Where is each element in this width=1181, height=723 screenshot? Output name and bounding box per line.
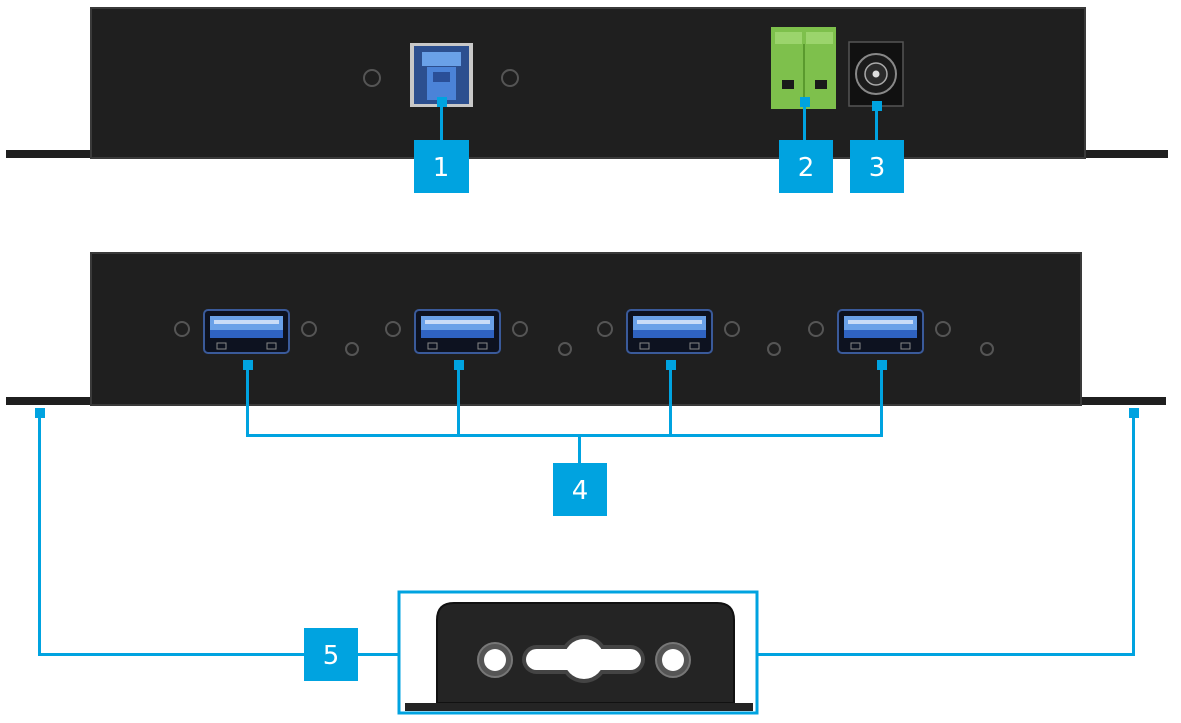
screw-hole bbox=[597, 321, 613, 337]
screw-hole bbox=[724, 321, 740, 337]
screw-hole bbox=[363, 69, 381, 87]
dc-jack-icon bbox=[848, 41, 904, 107]
callout-2 bbox=[779, 97, 833, 193]
usb-a-ports bbox=[174, 309, 951, 354]
terminal-block-icon bbox=[771, 27, 836, 109]
rear-panel-body bbox=[90, 7, 1086, 159]
callout-3-label: 3 bbox=[869, 153, 886, 183]
usb-b-port-icon bbox=[410, 43, 473, 107]
screw-hole bbox=[301, 321, 317, 337]
rear-panel bbox=[6, 7, 1168, 159]
screw-hole bbox=[345, 342, 359, 356]
screw-hole bbox=[558, 342, 572, 356]
screw-hole bbox=[808, 321, 824, 337]
usb-a-port-icon bbox=[414, 309, 501, 354]
callout-3 bbox=[850, 101, 904, 193]
keyhole-slot bbox=[522, 635, 645, 683]
front-panel-right-flange bbox=[1078, 397, 1166, 405]
screw-hole bbox=[174, 321, 190, 337]
mounting-flange-detail bbox=[397, 590, 759, 715]
front-panel-left-flange bbox=[6, 397, 96, 405]
usb-a-port-icon bbox=[626, 309, 713, 354]
screw-hole bbox=[767, 342, 781, 356]
screw-hole bbox=[935, 321, 951, 337]
usb-a-port-icon bbox=[203, 309, 290, 354]
screw-hole bbox=[980, 342, 994, 356]
callout-1 bbox=[414, 97, 469, 193]
usb-a-port-icon bbox=[837, 309, 924, 354]
screw-hole bbox=[501, 69, 519, 87]
rear-panel-left-flange bbox=[6, 150, 96, 158]
callout-5 bbox=[35, 408, 1139, 681]
rear-panel-right-flange bbox=[1080, 150, 1168, 158]
front-panel bbox=[6, 252, 1166, 406]
callout-4 bbox=[243, 360, 887, 516]
callout-1-label: 1 bbox=[433, 153, 450, 183]
callout-labels: 1 2 3 4 5 bbox=[323, 153, 886, 671]
callout-2-label: 2 bbox=[798, 153, 815, 183]
screw-hole bbox=[385, 321, 401, 337]
callout-5-label: 5 bbox=[323, 641, 340, 671]
screw-hole bbox=[512, 321, 528, 337]
callout-4-label: 4 bbox=[572, 476, 589, 506]
